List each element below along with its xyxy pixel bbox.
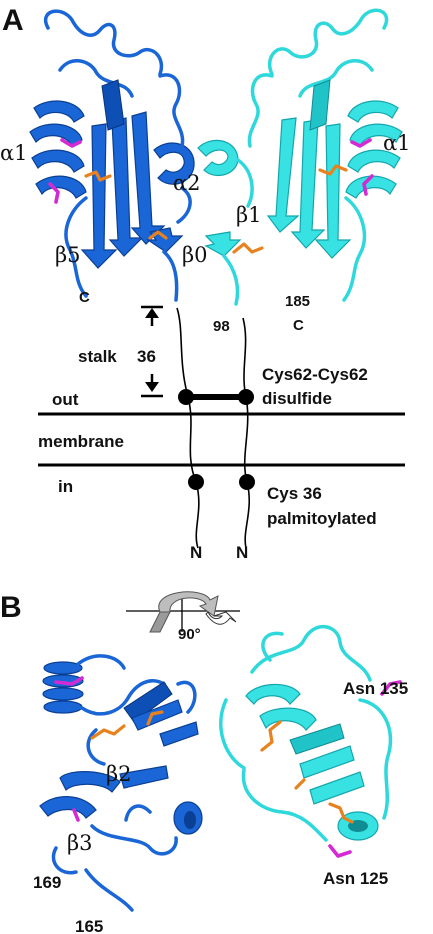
disulfide-label-line2: disulfide	[262, 389, 332, 408]
n-terminus-right-label: N	[236, 543, 248, 562]
strand-beta3-label: β3	[67, 831, 93, 855]
palmitoyl-label-line2: palmitoylated	[267, 509, 377, 528]
membrane-label: membrane	[38, 432, 124, 451]
strand-beta5-label: β5	[55, 243, 81, 267]
residue-165-label: 165	[75, 917, 103, 934]
strand-beta0-label: β0	[182, 243, 208, 267]
left-monomer-ribbon-a	[29, 9, 195, 302]
cys62-right-dot	[238, 389, 254, 405]
stalk-label: stalk	[78, 347, 117, 366]
cys36-right-dot	[239, 474, 255, 490]
strand-beta1-label: β1	[236, 203, 262, 227]
c-terminus-left-label: C	[79, 289, 90, 306]
asn125-label: Asn 125	[323, 869, 388, 888]
stalk-and-membrane-schematic	[38, 305, 405, 549]
strand-beta2-label: β2	[106, 762, 132, 786]
cys36-left-dot	[188, 474, 204, 490]
helix-alpha2-label: α2	[173, 171, 201, 195]
in-label: in	[58, 477, 73, 496]
asn135-label: Asn 135	[343, 679, 408, 698]
right-monomer-ribbon-b	[219, 624, 402, 858]
panel-a-label: A	[2, 4, 24, 37]
c-terminus-right-label: C	[293, 317, 304, 334]
residue-185-label: 185	[285, 293, 310, 310]
disulfide-label-line1: Cys62-Cys62	[262, 365, 368, 384]
stalk-residue-36-label: 36	[137, 347, 156, 366]
n-terminus-left-label: N	[190, 543, 202, 562]
out-label: out	[52, 390, 79, 409]
left-monomer-ribbon-b	[39, 654, 203, 912]
palmitoyl-label-line1: Cys 36	[267, 484, 322, 503]
rotation-arrow-icon	[126, 591, 240, 633]
helix-alpha1-right-label: α1	[383, 131, 411, 155]
panel-b-label: B	[0, 591, 22, 624]
helix-alpha1-left-label: α1	[0, 141, 28, 165]
rotation-90-label: 90°	[178, 626, 201, 643]
residue-98-label: 98	[213, 318, 230, 335]
cys62-left-dot	[178, 389, 194, 405]
right-monomer-ribbon-a	[197, 8, 403, 306]
residue-169-label: 169	[33, 873, 61, 892]
